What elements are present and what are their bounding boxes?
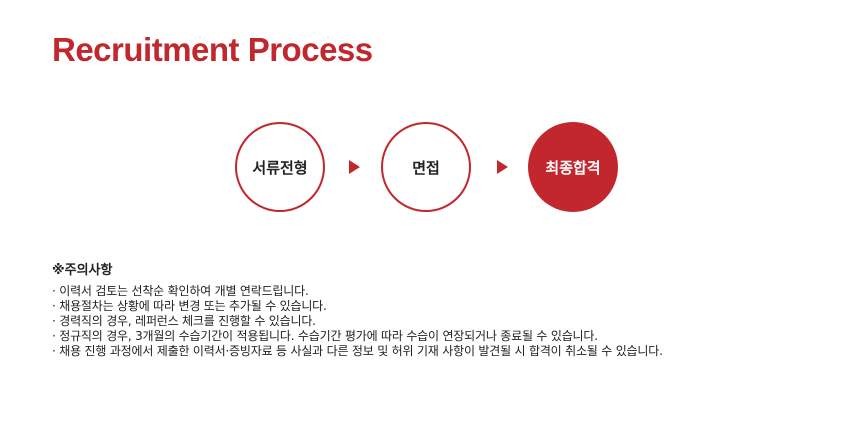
step-final-acceptance: 최종합격 (528, 122, 618, 212)
notice-item: · 채용절차는 상황에 따라 변경 또는 추가될 수 있습니다. (52, 299, 327, 313)
notice-list: · 이력서 검토는 선착순 확인하여 개별 연락드립니다. · 채용절차는 상황… (52, 284, 663, 359)
play-arrow-icon (349, 160, 360, 174)
notice-section: ※주의사항 · 이력서 검토는 선착순 확인하여 개별 연락드립니다. · 채용… (52, 263, 663, 359)
process-steps: 서류전형 면접 최종합격 (235, 122, 618, 216)
notice-item: · 경력직의 경우, 레퍼런스 체크를 진행할 수 있습니다. (52, 314, 316, 328)
step-document-screening: 서류전형 (235, 122, 325, 212)
notice-item: · 이력서 검토는 선착순 확인하여 개별 연락드립니다. (52, 284, 309, 298)
notice-item: · 채용 진행 과정에서 제출한 이력서·증빙자료 등 사실과 다른 정보 및 … (52, 344, 663, 358)
notice-item: · 정규직의 경우, 3개월의 수습기간이 적용됩니다. 수습기간 평가에 따라… (52, 329, 598, 343)
step-interview: 면접 (381, 122, 471, 212)
play-arrow-icon (497, 160, 508, 174)
page-title: Recruitment Process (52, 31, 373, 68)
notice-heading: ※주의사항 (52, 263, 113, 278)
